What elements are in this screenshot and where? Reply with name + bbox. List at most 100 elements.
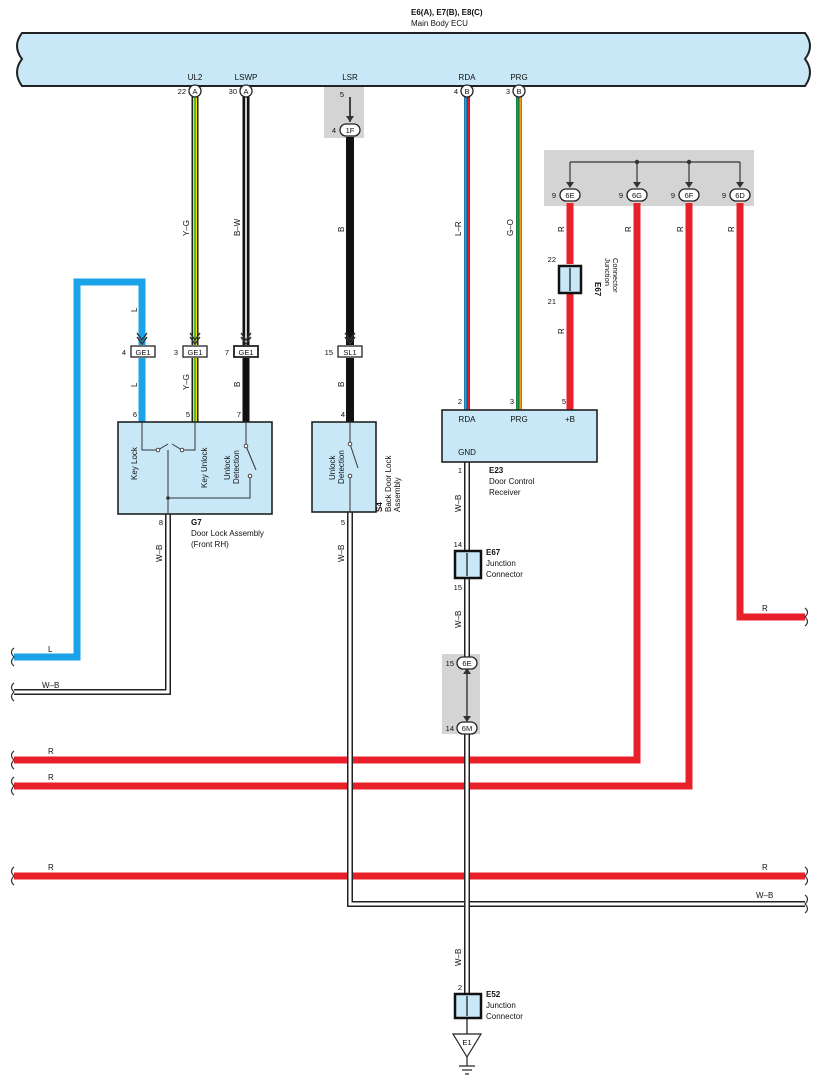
e52-name-2: Connector <box>486 1012 523 1021</box>
connector-ge1-c-pin: 7 <box>225 348 229 357</box>
connector-6d: 6D 9 <box>722 188 751 202</box>
label-l-lower: L <box>130 382 139 387</box>
ecu-term-prg: PRG <box>510 73 527 82</box>
ecu-pin-prg-conn: B <box>516 87 521 96</box>
connector-6e-top-pin: 9 <box>552 191 556 200</box>
e23-pin-3: 3 <box>510 397 514 406</box>
connector-6f-pin: 9 <box>671 191 675 200</box>
g7-pin-7: 7 <box>237 410 241 419</box>
connector-6f: 6F 9 <box>671 188 700 202</box>
connector-ge1-c: GE1 7 <box>225 345 259 358</box>
junction-e52: 2 E52 Junction Connector <box>453 983 523 1021</box>
wire-ends-right <box>804 607 809 914</box>
connector-ge1-b: GE1 3 <box>174 345 208 358</box>
g7-name: Door Lock Assembly <box>191 529 264 538</box>
ecu-name: Main Body ECU <box>411 19 468 28</box>
s4-pin-5: 5 <box>341 518 345 527</box>
e23-pin-5: 5 <box>562 397 566 406</box>
ecu-pin-lswp-num: 30 <box>229 87 237 96</box>
component-e23: RDA PRG +B GND 2 3 5 1 E23 Door Control … <box>441 397 598 497</box>
ecu-pin-lswp-conn: A <box>243 87 248 96</box>
e67-top-id: E67 <box>593 282 602 297</box>
label-r-right: R <box>762 604 768 613</box>
e67-top-pin-21: 21 <box>548 297 556 306</box>
label-wb-right: W–B <box>756 891 773 900</box>
connector-ge1-b-label: GE1 <box>187 348 202 357</box>
connector-ge1-a-pin: 4 <box>122 348 126 357</box>
connector-6g: 6G 9 <box>619 188 648 202</box>
arrow-ge1-l <box>136 332 148 346</box>
e23-name-2: Receiver <box>489 488 521 497</box>
ecu-pin-lsr-num: 5 <box>340 90 344 99</box>
label-wb-e52: W–B <box>454 949 463 966</box>
connector-6d-label: 6D <box>735 191 745 200</box>
label-lr: L–R <box>454 221 463 236</box>
label-b-top: B <box>337 227 346 232</box>
ecu-term-lsr: LSR <box>342 73 358 82</box>
ecu-pin-rda-num: 4 <box>454 87 458 96</box>
e23-id: E23 <box>489 466 504 475</box>
wire-r-6g <box>14 203 641 764</box>
e67-mid-pin-14: 14 <box>454 540 462 549</box>
e23-term-rda: RDA <box>459 415 477 424</box>
arrow-ge1-yg <box>189 332 201 346</box>
wire-ends-left <box>10 647 15 886</box>
g7-sub: (Front RH) <box>191 540 229 549</box>
connector-sl1-label: SL1 <box>343 348 356 357</box>
e52-id: E52 <box>486 990 501 999</box>
label-wb-g7: W–B <box>155 545 164 562</box>
connector-6e-top: 6E 9 <box>552 188 581 202</box>
junction-e67-top: 22 21 E67 Junction Connector <box>548 255 620 306</box>
label-r-6f: R <box>676 226 685 232</box>
connector-ge1-a-label: GE1 <box>135 348 150 357</box>
connector-sl1: SL1 15 <box>325 345 363 358</box>
s4-name-2: Assembly <box>393 477 402 512</box>
label-r-left-2: R <box>48 773 54 782</box>
g7-switch-key-unlock: Key Unlock <box>200 447 209 488</box>
s4-switch-unlock: Unlock <box>328 455 337 480</box>
ecu-pin-rda: B 4 <box>454 84 474 98</box>
label-r-bottom-right: R <box>762 863 768 872</box>
ecu-ids: E6(A), E7(B), E8(C) <box>411 8 483 17</box>
label-go: G–O <box>506 219 515 236</box>
e52-pin-2: 2 <box>458 983 462 992</box>
wire-wb-gnd <box>463 462 471 1034</box>
ecu-body <box>16 32 811 87</box>
label-r-6g: R <box>624 226 633 232</box>
wire-labels: L L L Y–G Y–G B–W B B B L–R G–O R R R R … <box>42 218 773 966</box>
connector-6m: 6M 14 <box>446 721 478 735</box>
ecu-pin-ul2-conn: A <box>192 87 197 96</box>
connector-ge1-c-label: GE1 <box>238 348 253 357</box>
label-yg-lower: Y–G <box>182 374 191 390</box>
wire-wb-g7 <box>14 514 171 695</box>
label-r-6e-lower: R <box>557 328 566 334</box>
label-wb-s4: W–B <box>337 545 346 562</box>
connector-ge1-b-pin: 3 <box>174 348 178 357</box>
wire-r-6d <box>736 203 805 621</box>
label-wb-left: W–B <box>42 681 59 690</box>
g7-switch-detection: Detection <box>232 450 241 484</box>
s4-pin-4: 4 <box>341 410 345 419</box>
wire-go <box>516 97 522 410</box>
label-b-lower: B <box>337 382 346 387</box>
e23-pin-2: 2 <box>458 397 462 406</box>
e23-name-1: Door Control <box>489 477 535 486</box>
junction-top-bus <box>569 161 741 182</box>
label-l-top: L <box>130 307 139 312</box>
ecu-pin-prg-num: 3 <box>506 87 510 96</box>
label-r-6d: R <box>727 226 736 232</box>
label-yg-top: Y–G <box>182 220 191 236</box>
e23-term-prg: PRG <box>510 415 527 424</box>
connector-6g-pin: 9 <box>619 191 623 200</box>
wire-r-6f <box>14 203 693 790</box>
connector-6e-top-label: 6E <box>565 191 574 200</box>
ground-e1-label: E1 <box>462 1038 471 1047</box>
connector-1f: 1F 4 <box>332 116 361 137</box>
label-wb-e23: W–B <box>454 495 463 512</box>
connector-6g-label: 6G <box>632 191 642 200</box>
e67-top-pin-22: 22 <box>548 255 556 264</box>
g7-pin-6: 6 <box>133 410 137 419</box>
e67-top-name-1: Junction <box>603 258 612 286</box>
g7-id: G7 <box>191 518 202 527</box>
g7-pin-8: 8 <box>159 518 163 527</box>
